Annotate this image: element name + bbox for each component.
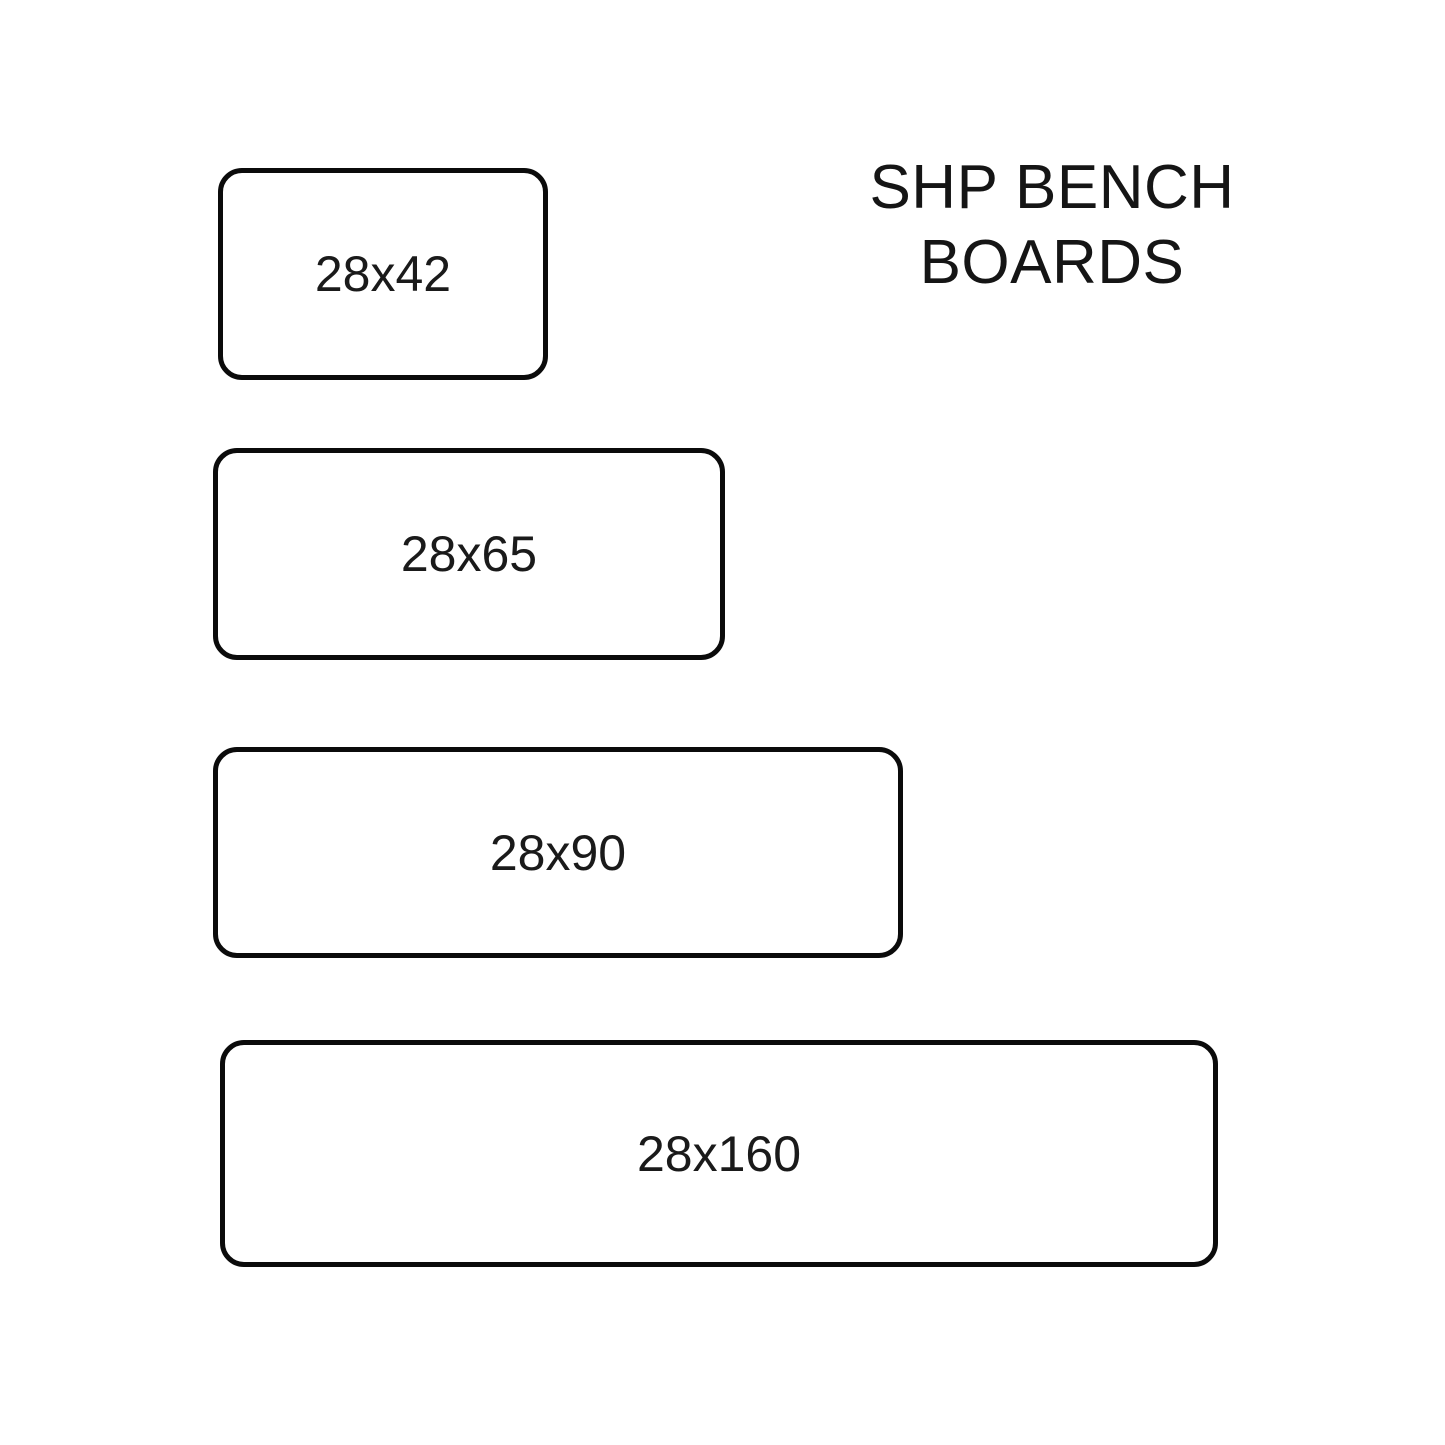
- diagram-title-line1: SHP BENCH: [869, 153, 1235, 222]
- board-28x90: 28x90: [213, 747, 903, 958]
- board-label: 28x65: [400, 526, 538, 582]
- board-label: 28x160: [636, 1125, 802, 1182]
- board-28x65: 28x65: [213, 448, 725, 660]
- board-label: 28x90: [489, 824, 627, 881]
- board-label: 28x42: [314, 246, 452, 302]
- board-28x160: 28x160: [220, 1040, 1218, 1267]
- diagram-title: SHP BENCH BOARDS: [852, 150, 1252, 300]
- diagram-title-line2: BOARDS: [919, 228, 1185, 297]
- board-28x42: 28x42: [218, 168, 548, 380]
